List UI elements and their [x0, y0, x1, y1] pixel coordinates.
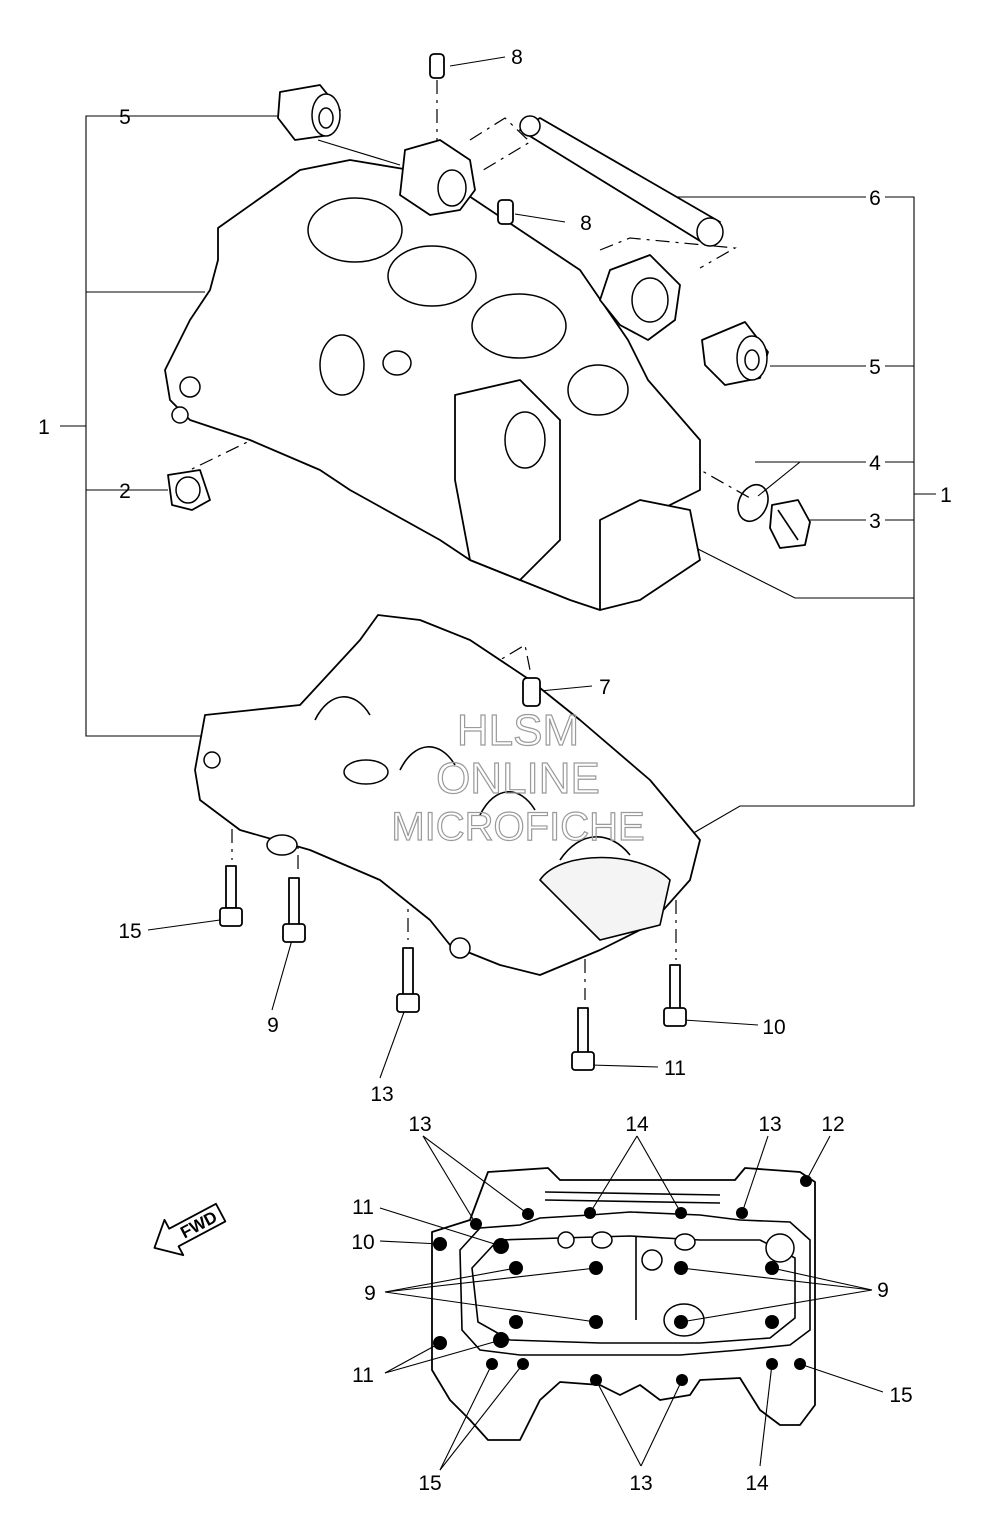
callout-10-bolt: 10 — [762, 1016, 785, 1039]
dot-9-e — [509, 1315, 523, 1329]
o-ring-4 — [737, 483, 769, 523]
callout-8-top: 8 — [511, 46, 523, 69]
callout-15-bolt: 15 — [118, 920, 141, 943]
lower-crankcase — [194, 614, 701, 976]
right-mount-arm — [599, 254, 681, 341]
left-bracket-1 — [60, 115, 205, 737]
dowel-pin-mid — [497, 199, 514, 225]
rubber-mount-top — [277, 84, 341, 141]
watermark-line2: ONLINE — [436, 754, 600, 803]
callouts-exploded: 5 8 8 6 5 1 4 2 1 3 7 15 9 10 11 13 — [38, 46, 952, 1106]
bolt-11 — [571, 1007, 595, 1071]
mount-arm — [399, 139, 476, 216]
callout-6: 6 — [869, 187, 881, 210]
plug-2 — [167, 469, 211, 511]
watermark: HLSM ONLINE MICROFICHE — [391, 705, 646, 849]
bottom-callout-14-bottom: 14 — [745, 1472, 769, 1495]
watermark-line1: HLSM — [457, 706, 579, 755]
callout-9-bolt: 9 — [267, 1014, 279, 1037]
bottom-callout-9-right: 9 — [877, 1279, 889, 1302]
bottom-callout-11-lower: 11 — [352, 1364, 374, 1387]
callout-11-bolt: 11 — [664, 1057, 686, 1080]
bottom-callout-11-upper: 11 — [352, 1196, 374, 1219]
rubber-mount-right — [701, 321, 769, 386]
bottom-bolt-dots — [433, 1175, 812, 1386]
callout-7: 7 — [599, 676, 611, 699]
callout-3: 3 — [869, 510, 881, 533]
bolt-15 — [219, 865, 243, 927]
bottom-callout-13-bottom: 13 — [629, 1472, 652, 1495]
bottom-callout-10: 10 — [351, 1231, 374, 1254]
callout-2: 2 — [119, 480, 131, 503]
bottom-callout-9-left: 9 — [364, 1282, 376, 1305]
callout-1-left: 1 — [38, 416, 50, 439]
bolt-9 — [282, 877, 306, 943]
bolt-10 — [663, 964, 687, 1027]
bottom-leader-lines — [379, 1135, 884, 1471]
callout-4: 4 — [869, 452, 881, 475]
mount-shaft — [519, 115, 724, 247]
callouts-bottom-view: 13 14 13 12 11 10 9 9 11 15 15 13 14 — [351, 1113, 912, 1495]
callout-1-right: 1 — [940, 484, 952, 507]
upper-crankcase — [164, 159, 701, 611]
bottom-callout-15-right: 15 — [889, 1384, 912, 1407]
right-bracket-1 — [689, 196, 936, 836]
crankcase-bottom-view — [431, 1167, 816, 1441]
callout-5-right: 5 — [869, 356, 881, 379]
callout-8-mid: 8 — [580, 212, 592, 235]
dot-9-h — [765, 1315, 779, 1329]
bolt-13 — [396, 947, 420, 1013]
callout-13-bolt: 13 — [370, 1083, 393, 1106]
dowel-pin-top — [429, 53, 445, 79]
bottom-callout-13-left: 13 — [408, 1113, 431, 1136]
bottom-callout-15-left: 15 — [418, 1472, 441, 1495]
fwd-arrow: FWD — [153, 1202, 227, 1257]
callout-5-top: 5 — [119, 106, 131, 129]
bottom-callout-12: 12 — [821, 1113, 844, 1136]
plug-3 — [769, 499, 811, 549]
bottom-callout-14-top: 14 — [625, 1113, 649, 1136]
bottom-callout-13-right: 13 — [758, 1113, 781, 1136]
watermark-line3: MICROFICHE — [391, 805, 644, 849]
dowel-pin-7 — [522, 677, 541, 707]
